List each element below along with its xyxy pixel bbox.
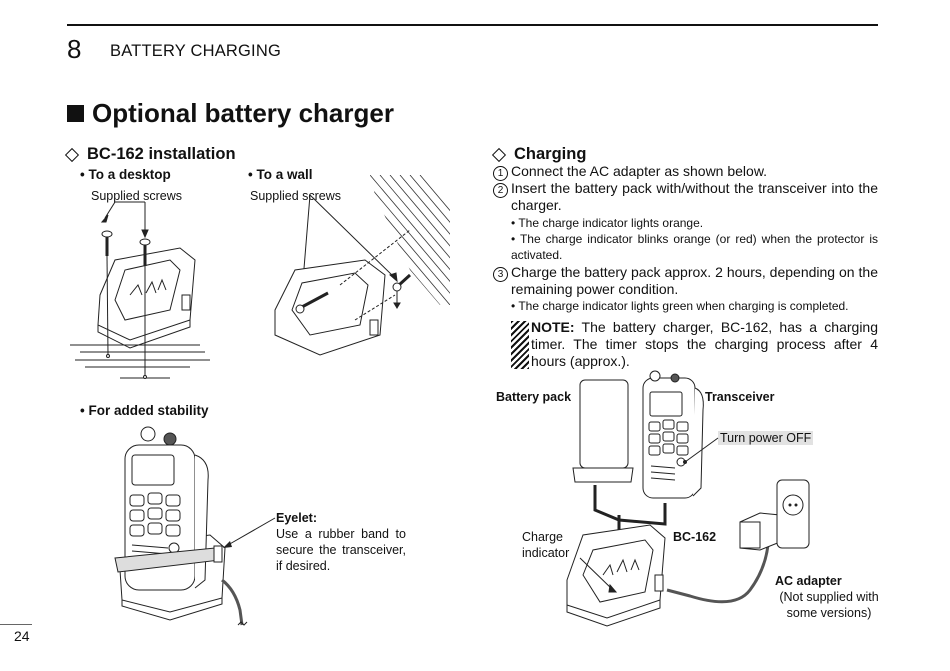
- charging-diagram-illustration: [566, 370, 810, 627]
- desktop-screws-label: Supplied screws: [91, 189, 183, 203]
- wall-install-illustration: [274, 175, 450, 356]
- step-2-bullet-1: • The charge indicator lights orange.: [511, 216, 704, 230]
- desktop-install-illustration: [70, 201, 210, 379]
- step-3: 3 Charge the battery pack approx. 2 hour…: [493, 264, 878, 298]
- step-number: 2: [493, 183, 508, 198]
- step-text: Connect the AC adapter as shown below.: [511, 163, 768, 179]
- charging-title-text: Charging: [514, 145, 587, 163]
- charger-model-label: BC-162: [673, 530, 717, 544]
- wall-screws-label: Supplied screws: [250, 189, 342, 203]
- installation-title-text: BC-162 installation: [87, 145, 236, 163]
- transceiver-label: Transceiver: [705, 390, 775, 404]
- step-text: Charge the battery pack approx. 2 hours,…: [511, 264, 878, 297]
- note-box: NOTE: The battery charger, BC-162, has a…: [511, 319, 878, 370]
- battery-pack-drawing: [579, 379, 629, 469]
- step-number: 1: [493, 166, 508, 181]
- charge-indicator-label: Charge indicator: [522, 530, 570, 560]
- charging-title: Charging: [491, 145, 586, 164]
- ac-adapter-label: AC adapter: [775, 574, 842, 588]
- diamond-icon: [64, 147, 80, 162]
- ac-adapter-note: (Not supplied with some versions): [779, 590, 879, 620]
- eyelet-title: Eyelet:: [276, 511, 317, 525]
- note-hatch-icon: [511, 321, 529, 369]
- step-text: Insert the battery pack with/without the…: [511, 180, 878, 213]
- ac-adapter-drawing: [739, 512, 781, 551]
- chapter-number: 8: [67, 34, 82, 64]
- transceiver-drawing: [642, 370, 704, 499]
- battery-pack-label: Battery pack: [496, 390, 572, 404]
- eyelet-text: Use a rubber band to secure the transcei…: [276, 527, 406, 573]
- note-text: The battery charger, BC-162, has a charg…: [531, 319, 878, 369]
- wall-heading: • To a wall: [248, 167, 313, 182]
- desktop-heading: • To a desktop: [80, 167, 171, 182]
- footer-rule: [0, 624, 32, 625]
- installation-title: BC-162 installation: [64, 145, 236, 164]
- callout-line: [104, 201, 116, 219]
- stability-illustration: [114, 426, 248, 626]
- charger-drawing: [566, 524, 666, 627]
- stability-heading: • For added stability: [80, 403, 209, 418]
- chapter-title: BATTERY CHARGING: [110, 42, 281, 60]
- eyelet-callout-arrow: [223, 517, 276, 548]
- section-title-text: Optional battery charger: [92, 98, 394, 128]
- step-3-bullet-1: • The charge indicator lights green when…: [511, 299, 849, 313]
- step-number: 3: [493, 267, 508, 282]
- page-number: 24: [14, 628, 30, 644]
- section-title: Optional battery charger: [67, 98, 394, 129]
- diamond-icon: [491, 147, 507, 162]
- step-2: 2 Insert the battery pack with/without t…: [493, 180, 878, 214]
- step-1: 1 Connect the AC adapter as shown below.: [493, 163, 878, 181]
- black-square-icon: [67, 105, 84, 122]
- turn-power-off-label: Turn power OFF: [718, 431, 814, 445]
- note-label: NOTE:: [531, 319, 575, 335]
- header-rule: [67, 24, 878, 26]
- step-2-bullet-2: • The charge indicator blinks orange (or…: [511, 232, 878, 262]
